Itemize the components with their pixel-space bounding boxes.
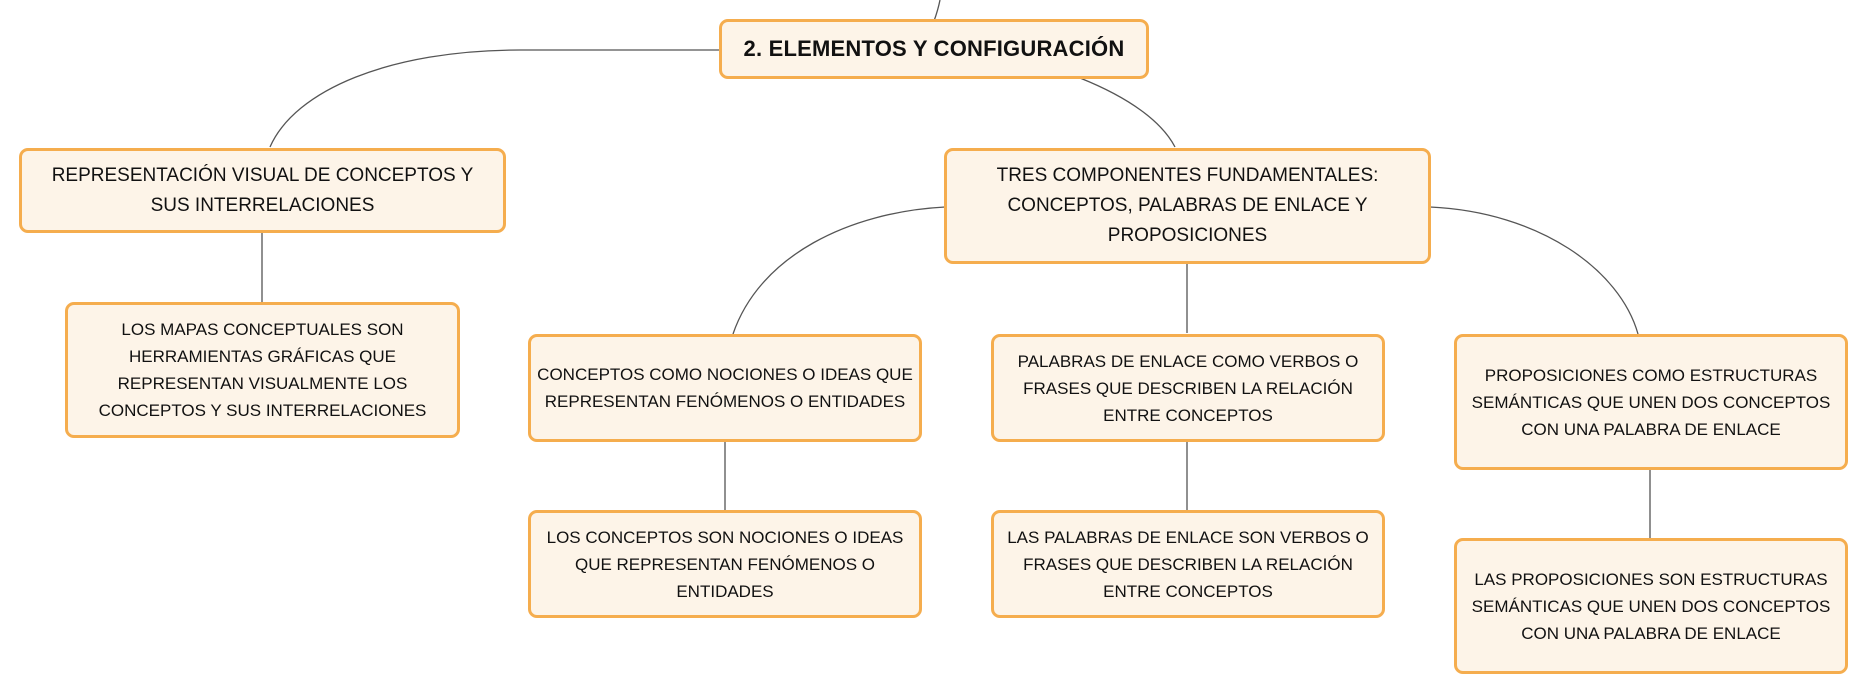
detail-propositions[interactable]: LAS PROPOSICIONES SON ESTRUCTURAS SEMÁNT… [1454,538,1848,674]
connector-root-to-components [1079,77,1176,148]
connector-root-to-visual [269,49,720,148]
root-topic[interactable]: 2. ELEMENTOS Y CONFIGURACIÓN [719,19,1149,79]
detail-linking-words-label: LAS PALABRAS DE ENLACE SON VERBOS O FRAS… [1007,527,1369,601]
root-topic-label: 2. ELEMENTOS Y CONFIGURACIÓN [743,36,1125,61]
branch-visual-representation[interactable]: REPRESENTACIÓN VISUAL DE CONCEPTOS Y SUS… [19,148,506,233]
connector-parent-to-root [933,0,941,22]
topic-concepts-label: CONCEPTOS COMO NOCIONES O IDEAS QUE REPR… [537,365,913,411]
branch-visual-representation-label: REPRESENTACIÓN VISUAL DE CONCEPTOS Y SUS… [51,164,474,216]
topic-linking-words-label: PALABRAS DE ENLACE COMO VERBOS O FRASES … [1017,351,1359,425]
topic-linking-words[interactable]: PALABRAS DE ENLACE COMO VERBOS O FRASES … [991,334,1385,442]
detail-linking-words[interactable]: LAS PALABRAS DE ENLACE SON VERBOS O FRAS… [991,510,1385,618]
connector-components-to-concepts [732,206,946,335]
topic-propositions[interactable]: PROPOSICIONES COMO ESTRUCTURAS SEMÁNTICA… [1454,334,1848,470]
detail-concepts[interactable]: LOS CONCEPTOS SON NOCIONES O IDEAS QUE R… [528,510,922,618]
branch-three-components[interactable]: TRES COMPONENTES FUNDAMENTALES: CONCEPTO… [944,148,1431,264]
detail-concepts-label: LOS CONCEPTOS SON NOCIONES O IDEAS QUE R… [546,527,904,601]
detail-visual-representation[interactable]: LOS MAPAS CONCEPTUALES SON HERRAMIENTAS … [65,302,460,438]
topic-propositions-label: PROPOSICIONES COMO ESTRUCTURAS SEMÁNTICA… [1471,365,1831,439]
topic-concepts[interactable]: CONCEPTOS COMO NOCIONES O IDEAS QUE REPR… [528,334,922,442]
detail-propositions-label: LAS PROPOSICIONES SON ESTRUCTURAS SEMÁNT… [1471,569,1831,643]
connector-components-to-propositions [1429,206,1639,335]
detail-visual-representation-label: LOS MAPAS CONCEPTUALES SON HERRAMIENTAS … [98,320,427,420]
branch-three-components-label: TRES COMPONENTES FUNDAMENTALES: CONCEPTO… [996,165,1379,246]
